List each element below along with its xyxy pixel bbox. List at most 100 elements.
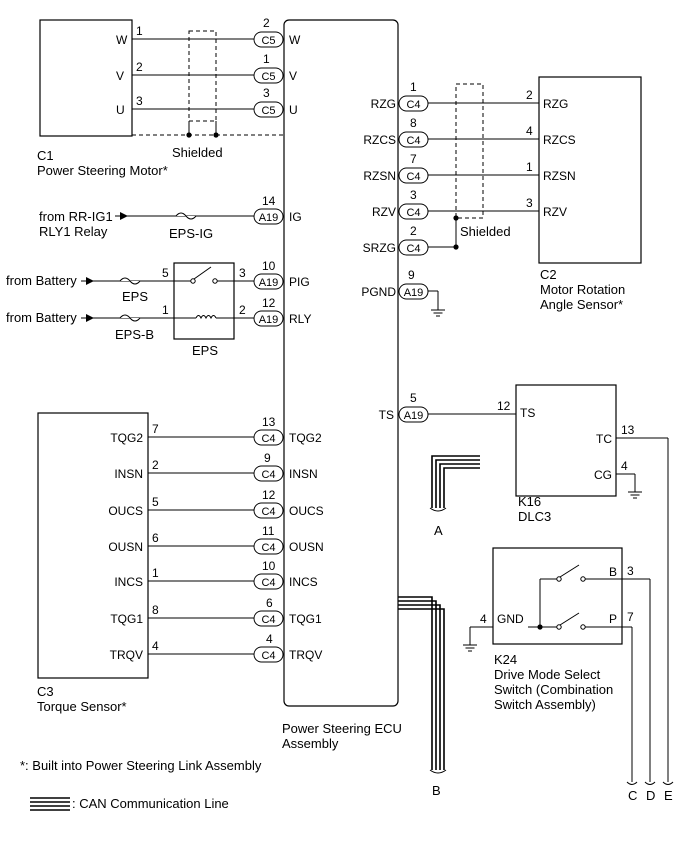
arrow-rly-icon — [86, 314, 94, 322]
connector-breaks: C D E — [626, 781, 674, 803]
connector-c4-ousn — [253, 538, 284, 555]
connector-a19-rly-label: A19 — [259, 314, 279, 326]
switch-term-b: B — [609, 565, 617, 579]
dlc-block: TS 5 A19 12 TS TC CG K16 DLC3 13 4 — [379, 384, 669, 782]
dlc-pin-cg: 4 — [621, 459, 628, 473]
sensor-term-oucs: OUCS — [108, 504, 143, 518]
can-a-line4 — [443, 467, 480, 508]
motor-shield-node1 — [186, 132, 192, 138]
switch-p-contact-right — [580, 624, 586, 630]
connector-c4-rzsn-label: C4 — [406, 171, 420, 183]
sensor-pin-rzv: 3 — [526, 196, 533, 210]
connector-c4-oucs-label: C4 — [261, 506, 275, 518]
sensor-pin-incs: 1 — [152, 566, 159, 580]
motor-name: Power Steering Motor* — [37, 163, 168, 178]
ecu-term-insn: INSN — [289, 467, 318, 481]
sensor-pin-tqg1: 8 — [152, 603, 159, 617]
fuse-eps-label: EPS — [122, 289, 148, 304]
sensor-term-rzg: RZG — [543, 97, 568, 111]
ecu-pin-rzcs: 8 — [410, 116, 417, 130]
connector-c4-tqg2 — [253, 429, 284, 446]
ecu-term-rzg: RZG — [371, 97, 396, 111]
motor-block: C1 Power Steering Motor* W 1 2 C5 W V 2 … — [37, 16, 301, 178]
can-a-line2 — [435, 459, 480, 508]
motor-pin-v: 2 — [136, 60, 143, 74]
ecu-term-rly: RLY — [289, 312, 311, 326]
switch-b-contact-left — [556, 576, 562, 582]
switch-term-gnd: GND — [497, 612, 524, 626]
srzg-shield-node — [453, 215, 459, 221]
ecu-term-pgnd: PGND — [361, 285, 396, 299]
torque-sensor-block: C3 Torque Sensor* TQG2 7 13 C4 TQG2 INSN… — [37, 412, 324, 714]
torque-sensor-code: C3 — [37, 684, 54, 699]
rotation-sensor-name-line2: Angle Sensor* — [540, 297, 623, 312]
motor-code: C1 — [37, 148, 54, 163]
connector-c5-u — [253, 101, 284, 118]
ecu-pin-oucs: 12 — [262, 488, 276, 502]
ecu-pin-insn: 9 — [264, 451, 271, 465]
sensor-pin-rzcs: 4 — [526, 124, 533, 138]
ig-source-line1: from RR-IG1 — [39, 209, 113, 224]
fuse-eps-ig-label: EPS-IG — [169, 226, 213, 241]
drive-mode-switch-box — [492, 547, 623, 645]
switch-b-contact-right — [580, 576, 586, 582]
dlc-term-cg: CG — [594, 468, 612, 482]
break-b-icon — [429, 769, 447, 774]
sensor-pin-insn: 2 — [152, 458, 159, 472]
arrow-pig-icon — [86, 277, 94, 285]
sensor-term-rzcs: RZCS — [543, 133, 576, 147]
ecu-pin-pgnd: 9 — [408, 268, 415, 282]
sensor-term-tqg2: TQG2 — [110, 431, 143, 445]
ecu-box — [283, 19, 399, 707]
sensor-term-trqv: TRQV — [110, 648, 143, 662]
connector-a19-pgnd-label: A19 — [404, 287, 424, 299]
ecu-pin-w: 2 — [263, 16, 270, 30]
connector-a19-pig — [253, 273, 284, 290]
ecu-name-line1: Power Steering ECU — [282, 721, 402, 736]
rly-source: from Battery — [6, 310, 77, 325]
connector-a19-pig-label: A19 — [259, 277, 279, 289]
ecu-pin-v: 1 — [263, 52, 270, 66]
arrow-ig-icon — [120, 212, 128, 220]
can-legend-icon — [30, 797, 70, 811]
sensor-term-ousn: OUSN — [108, 540, 143, 554]
rotation-sensor-shield — [455, 83, 484, 219]
motor-pin-u: 3 — [136, 94, 143, 108]
connector-c5-w — [253, 31, 284, 48]
motor-term-v: V — [116, 69, 124, 83]
relay-pin-out-rly: 2 — [239, 303, 246, 317]
connector-a19-rly — [253, 310, 284, 327]
switch-p-blade — [559, 612, 580, 626]
ecu-pin-tqg1: 6 — [266, 596, 273, 610]
torque-sensor-name: Torque Sensor* — [37, 699, 127, 714]
pgnd-block: PGND 9 A19 — [361, 268, 445, 317]
switch-term-p: P — [609, 612, 617, 626]
connector-a19-ts-label: A19 — [404, 410, 424, 422]
rotation-sensor-block: C2 Motor Rotation Angle Sensor* RZG 1 C4… — [363, 76, 642, 312]
drive-mode-switch-block: GND B P 4 3 7 K24 Drive Mode S — [463, 547, 651, 782]
motor-shield — [188, 30, 217, 122]
connector-a-label: A — [434, 523, 443, 538]
sensor-pin-tqg2: 7 — [152, 422, 159, 436]
motor-pin-w: 1 — [136, 24, 143, 38]
connector-c4-srzg — [398, 239, 429, 256]
connector-c4-trqv — [253, 646, 284, 663]
eps-relay-label: EPS — [192, 343, 218, 358]
can-a-line3 — [439, 463, 480, 508]
dlc-term-tc: TC — [596, 432, 612, 446]
ecu-pin-ig: 14 — [262, 194, 276, 208]
rotation-sensor-name-line1: Motor Rotation — [540, 282, 625, 297]
switch-name-line1: Drive Mode Select — [494, 667, 601, 682]
connector-c4-rzv — [398, 203, 429, 220]
can-b-line2 — [398, 600, 437, 770]
dlc3-box — [515, 384, 617, 497]
connector-c4-rzg-label: C4 — [406, 99, 420, 111]
dlc-pin-tc: 13 — [621, 423, 635, 437]
sensor-term-tqg1: TQG1 — [110, 612, 143, 626]
connector-c4-rzg — [398, 95, 429, 112]
sensor-pin-rzg: 2 — [526, 88, 533, 102]
ecu-term-tqg1: TQG1 — [289, 612, 322, 626]
switch-name-line3: Switch Assembly) — [494, 697, 596, 712]
ecu-term-incs: INCS — [289, 575, 318, 589]
connector-c4-oucs — [253, 502, 284, 519]
